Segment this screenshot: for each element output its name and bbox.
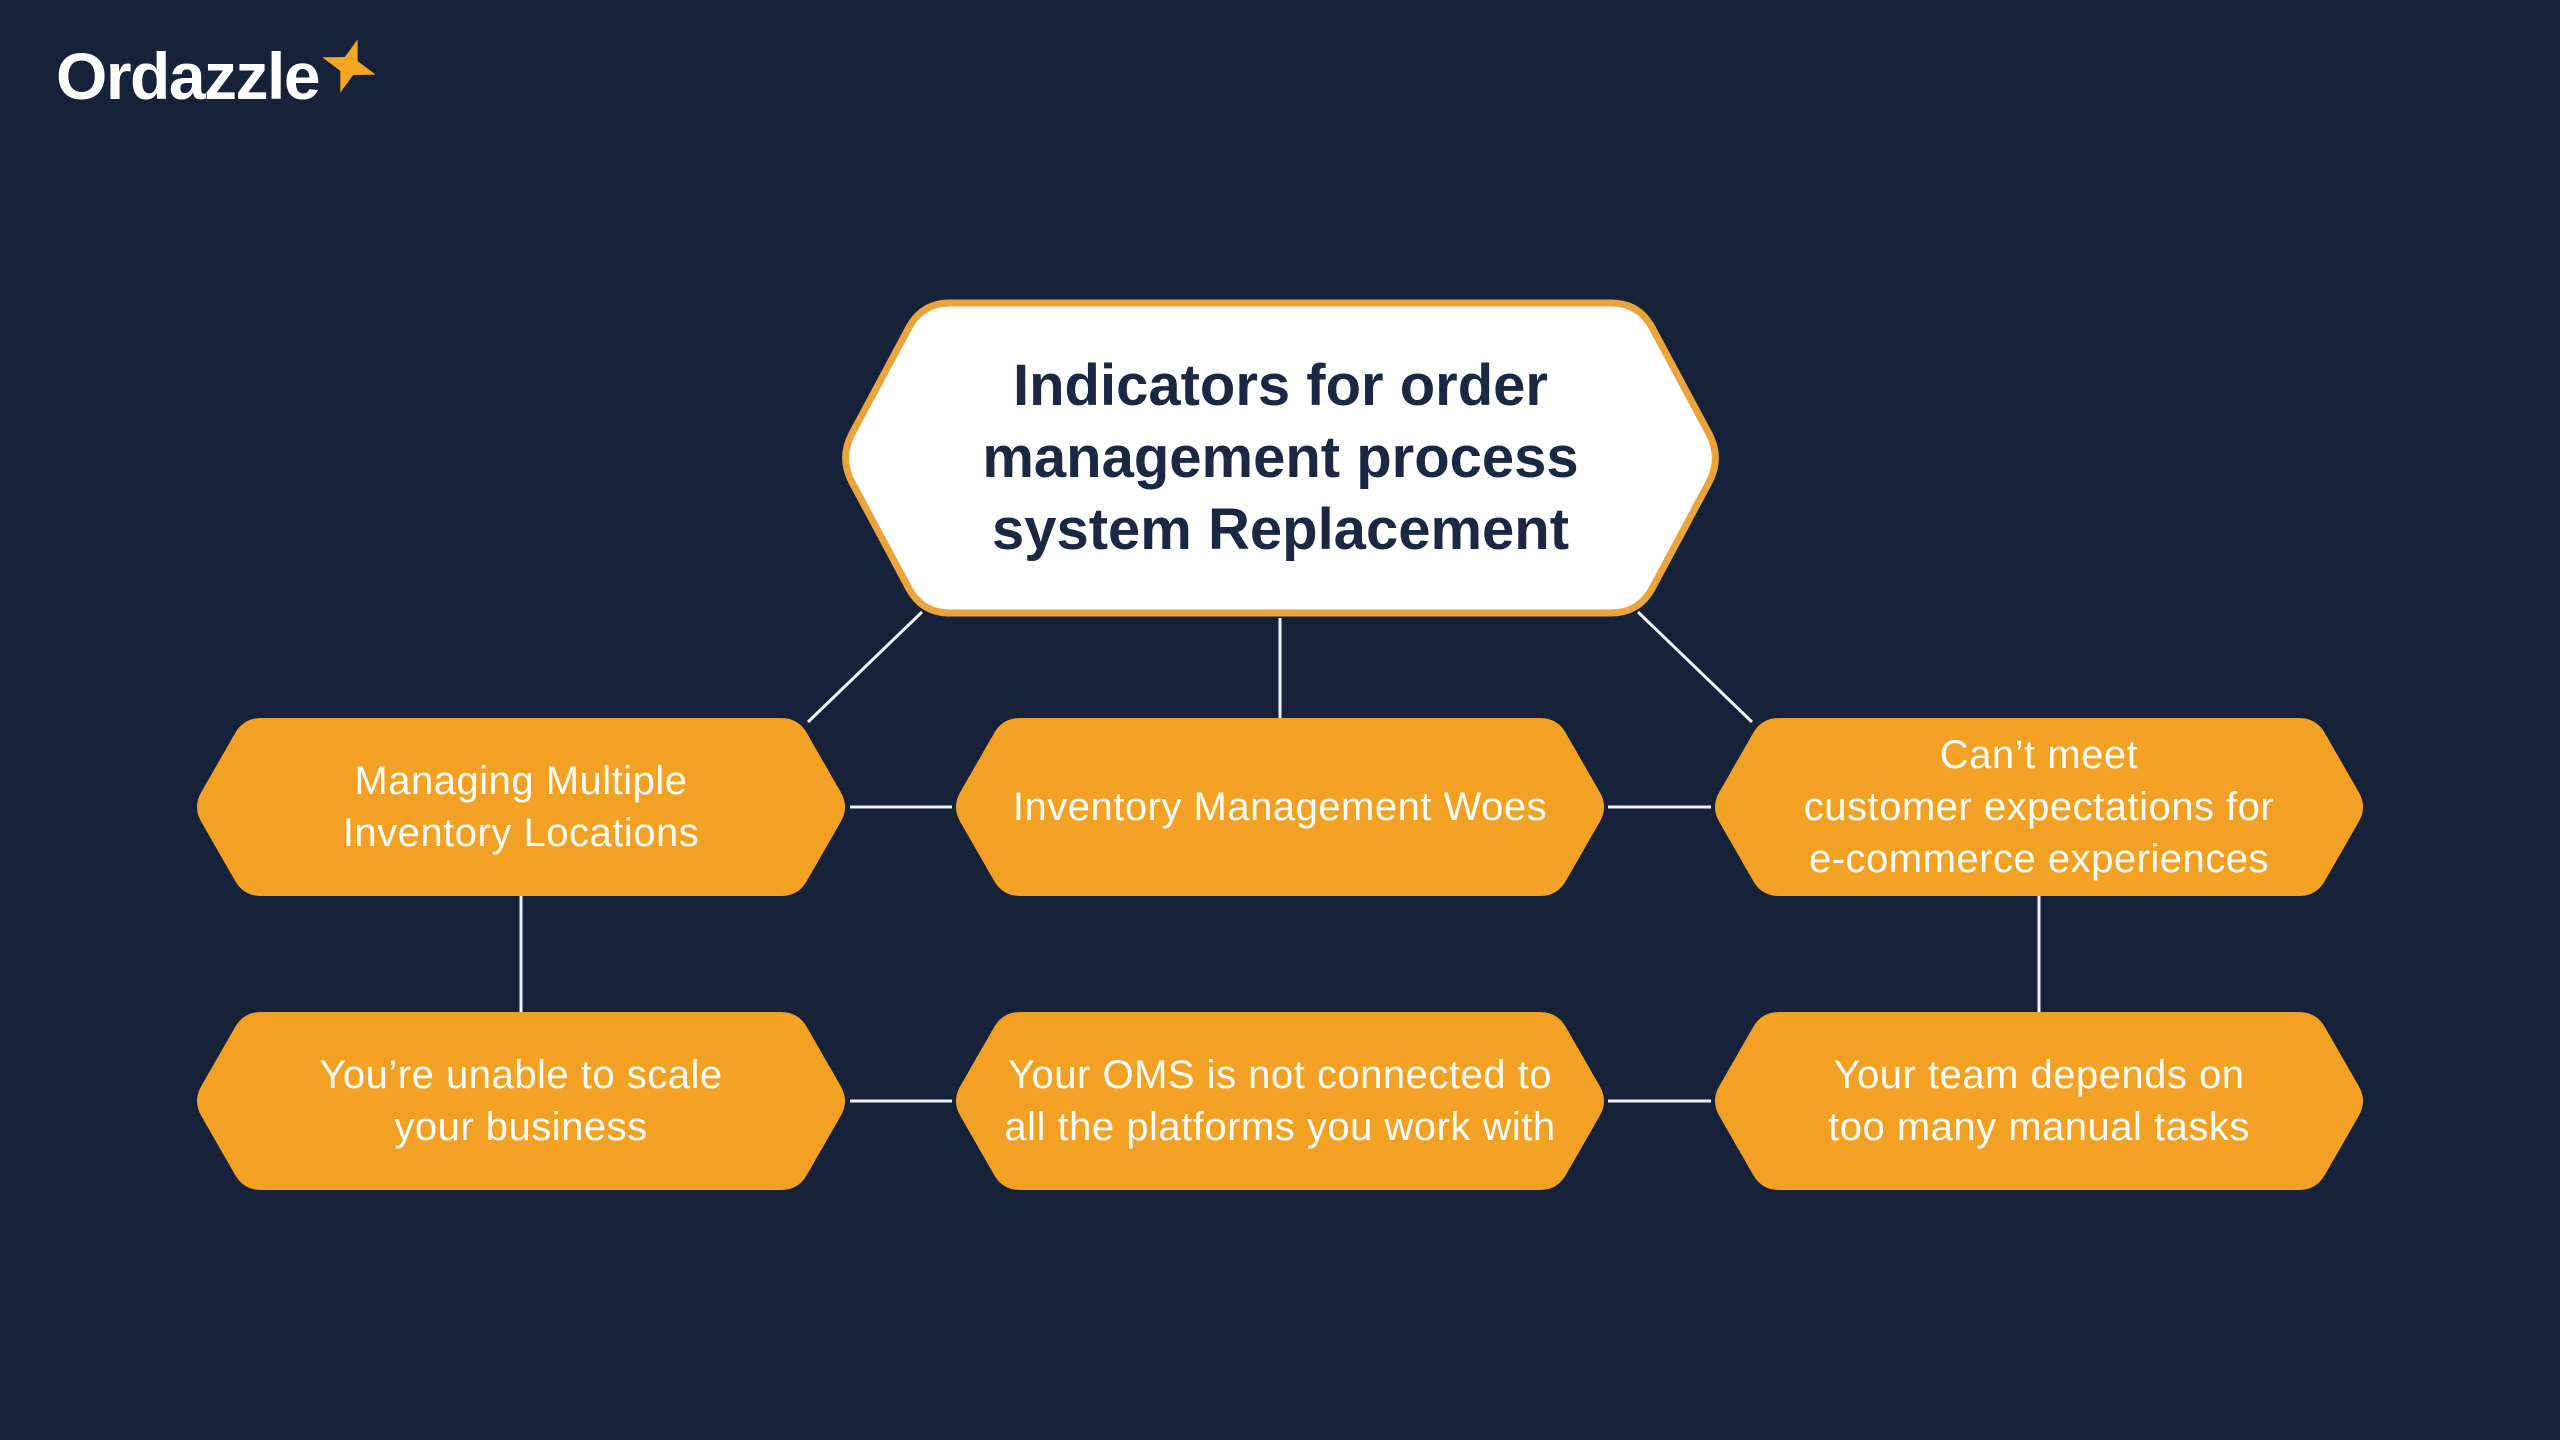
ordazzle-logo: Ordazzle: [56, 36, 377, 116]
root-title-label: Indicators for order management process …: [982, 353, 1579, 562]
node-hexagon-shape: [956, 718, 1604, 896]
node-hexagon-shape: [1715, 718, 2363, 896]
node-hexagon-shape: [1715, 1012, 2363, 1190]
root-hexagon-shape: [842, 299, 1719, 617]
node-label: Your OMS is not connected to all the pla…: [1004, 1053, 1556, 1149]
sparkle-star-icon: [322, 39, 376, 93]
node-managing-multiple-inventory-locations: Managing Multiple Inventory Locations: [193, 718, 849, 896]
node-hexagon-shape: [197, 1012, 845, 1190]
logo-wordmark: Ordazzle: [56, 39, 321, 113]
node-too-many-manual-tasks: Your team depends on too many manual tas…: [1711, 1012, 2367, 1190]
node-hexagon-shape: [956, 1012, 1604, 1190]
node-label: Your team depends on too many manual tas…: [1828, 1053, 2250, 1149]
node-oms-not-connected: Your OMS is not connected to all the pla…: [952, 1012, 1608, 1190]
node-cant-meet-customer-expectations: Can’t meet customer expectations for e-c…: [1711, 718, 2367, 896]
node-label: Inventory Management Woes: [1012, 785, 1548, 829]
node-hexagon-shape: [197, 718, 845, 896]
node-label: You’re unable to scale your business: [319, 1053, 723, 1149]
root-node-title: Indicators for order management process …: [833, 297, 1728, 619]
node-unable-to-scale-business: You’re unable to scale your business: [193, 1012, 849, 1190]
node-inventory-management-woes: Inventory Management Woes: [952, 718, 1608, 896]
node-label: Can’t meet customer expectations for e-c…: [1803, 733, 2275, 881]
node-label: Managing Multiple Inventory Locations: [342, 759, 700, 855]
